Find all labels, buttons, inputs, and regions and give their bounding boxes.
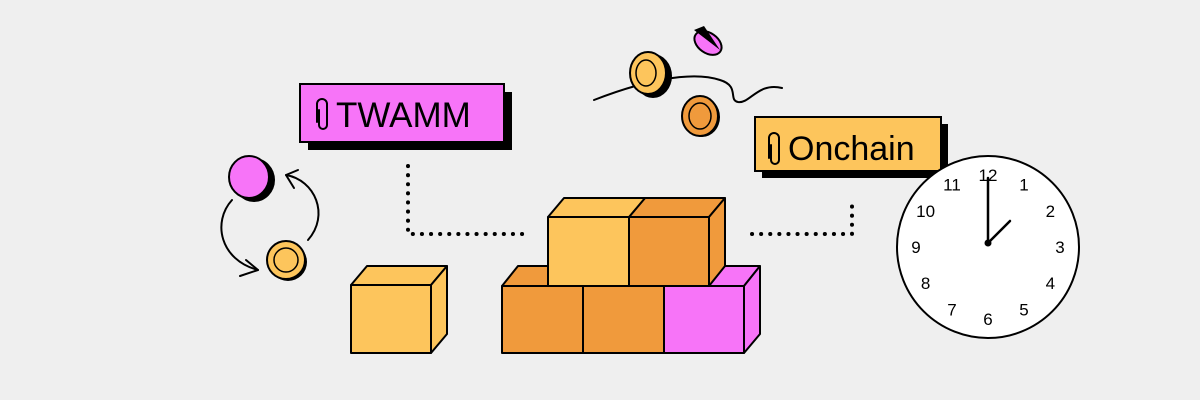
swap-cycle	[220, 155, 320, 281]
clock-numeral: 8	[921, 274, 930, 293]
dotted-connectors	[406, 164, 854, 236]
clock-numeral: 10	[916, 202, 935, 221]
clock-numeral: 1	[1019, 176, 1028, 195]
clock-numeral: 6	[983, 310, 992, 329]
clock-numeral: 4	[1046, 274, 1055, 293]
yellow-coin-icon	[629, 51, 672, 98]
magenta-coin-icon	[693, 26, 723, 56]
block-cube-icon	[350, 265, 448, 354]
yellow-coin-icon	[266, 240, 307, 281]
cycle-arrows-icon	[220, 169, 320, 277]
onchain-tag-label: Onchain	[788, 130, 915, 168]
block-cube-icon	[547, 197, 646, 287]
block-stack	[501, 197, 761, 354]
clock-hour-hand	[986, 219, 1012, 245]
onchain-tag: Onchain	[754, 116, 948, 178]
twamm-connector	[406, 164, 532, 236]
clock-numeral: 2	[1046, 202, 1055, 221]
clock-numeral: 5	[1019, 300, 1028, 319]
flying-coins	[593, 26, 783, 137]
clock-numeral: 7	[947, 300, 956, 319]
orange-coin-icon	[681, 95, 720, 137]
clock-numeral: 9	[911, 238, 920, 257]
magenta-coin-icon	[228, 155, 275, 202]
squiggle-line	[593, 75, 783, 104]
clock-numeral: 3	[1055, 238, 1064, 257]
clock-numeral: 11	[943, 176, 961, 195]
twamm-tag: TWAMM	[299, 83, 512, 150]
block-cube-icon	[628, 197, 726, 287]
clock-center	[984, 239, 992, 247]
twamm-tag-label: TWAMM	[336, 96, 471, 135]
paperclip-icon	[768, 132, 780, 165]
clock-numeral: 12	[979, 166, 998, 185]
paperclip-icon	[316, 98, 328, 130]
onchain-connector	[750, 196, 854, 236]
